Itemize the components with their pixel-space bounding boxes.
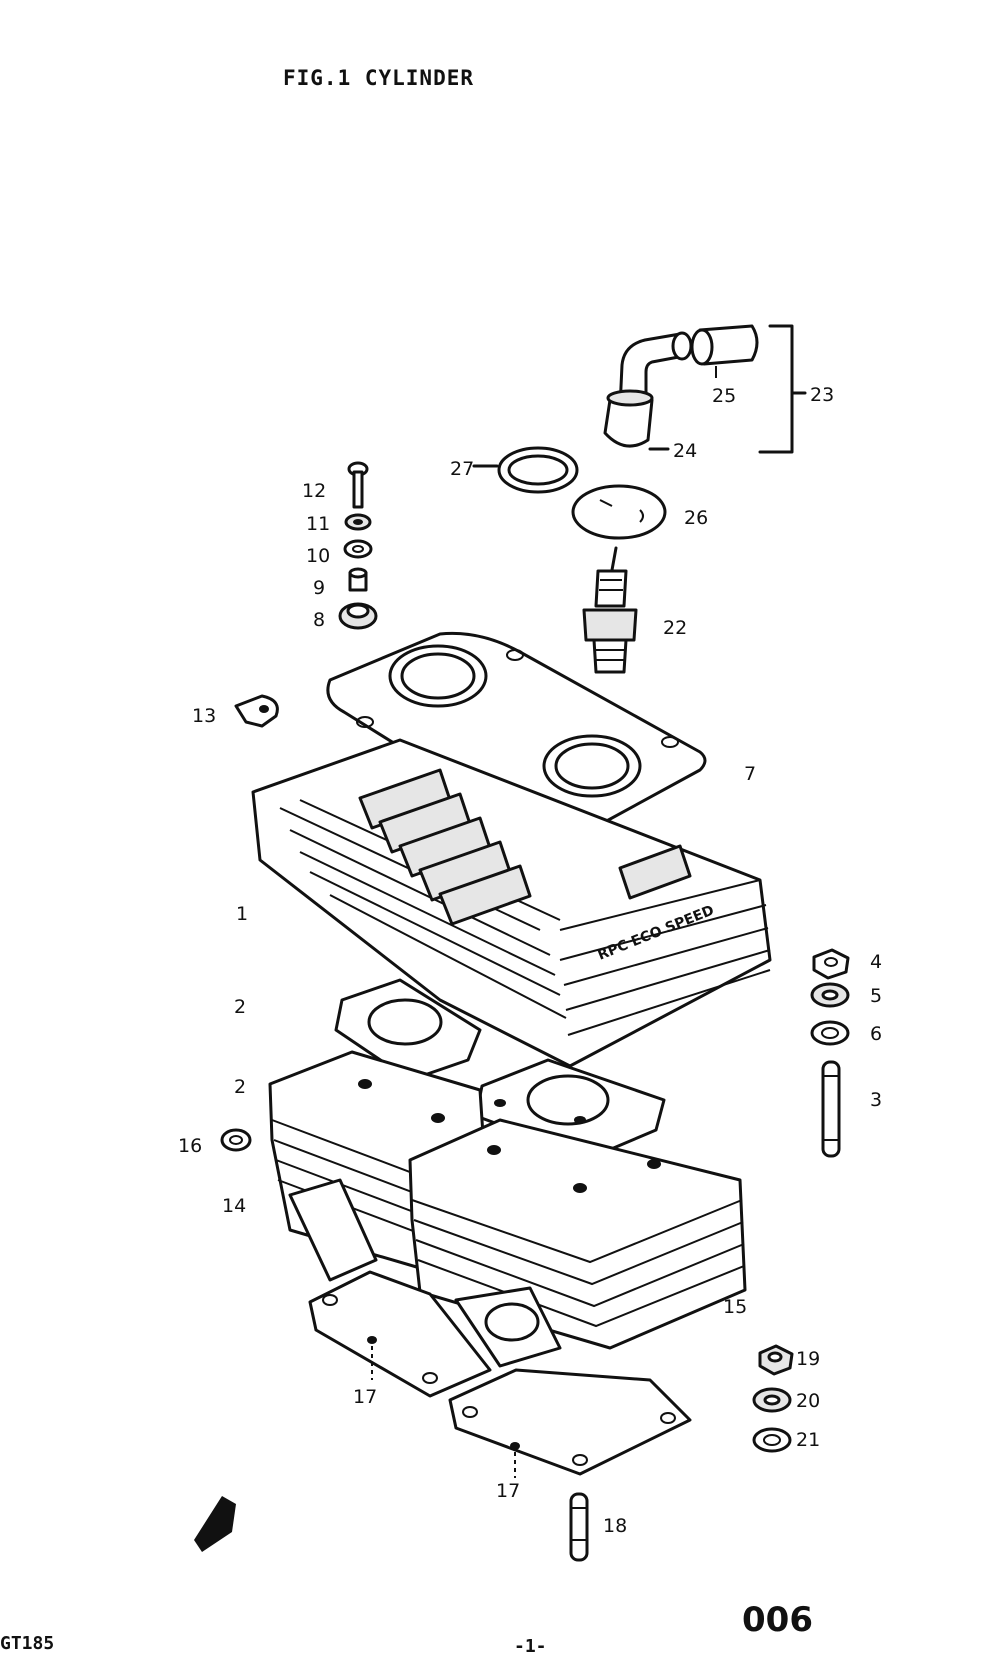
part-7-head-gasket	[326, 631, 707, 836]
part-25-plug-cap	[618, 324, 759, 415]
callout-13: 13	[192, 705, 216, 727]
part-5-washer	[810, 982, 850, 1008]
callout-20: 20	[796, 1390, 820, 1412]
callout-12: 12	[302, 480, 326, 502]
part-27-ring	[472, 446, 579, 494]
part-10-washer	[343, 539, 373, 559]
part-18-stud	[569, 1492, 589, 1562]
callout-4: 4	[870, 951, 882, 973]
part-26-disc	[571, 484, 667, 540]
figure-title: FIG.1 CYLINDER	[283, 66, 475, 90]
callout-15: 15	[723, 1296, 747, 1318]
callout-17b: 17	[496, 1480, 520, 1502]
callout-5: 5	[870, 985, 882, 1007]
part-8-grommet	[338, 602, 378, 630]
callout-18: 18	[603, 1515, 627, 1537]
callout-labels: 1 2 2 3 4 5 6 7 8 9 10 11 12 13 14 15 16…	[178, 384, 882, 1537]
part-1-cylinder-head: RPC ECO SPEED	[251, 738, 772, 1068]
callout-10: 10	[306, 545, 330, 567]
callout-7: 7	[744, 763, 756, 785]
part-16-plug	[220, 1128, 252, 1152]
part-11-washer	[344, 513, 372, 531]
callout-24: 24	[673, 440, 697, 462]
part-17-gasket-left	[308, 1270, 492, 1398]
part-14-cylinder-right	[408, 1118, 747, 1368]
callout-14: 14	[222, 1195, 246, 1217]
part-20-washer	[752, 1387, 792, 1413]
callout-26: 26	[684, 507, 708, 529]
part-17-gasket-right	[448, 1368, 692, 1478]
callout-25: 25	[712, 385, 736, 407]
part-3-stud	[821, 1060, 841, 1158]
callout-3: 3	[870, 1089, 882, 1111]
part-22-spark-plug	[582, 546, 638, 674]
callout-6: 6	[870, 1023, 882, 1045]
part-19-nut	[758, 1344, 794, 1376]
part-4-nut	[812, 948, 850, 980]
callout-2b: 2	[234, 1076, 246, 1098]
callout-8: 8	[313, 609, 325, 631]
part-2-gasket-right	[474, 1058, 666, 1160]
callout-11: 11	[306, 513, 330, 535]
callout-1: 1	[236, 903, 248, 925]
callout-23: 23	[810, 384, 834, 406]
front-arrow-icon	[194, 1496, 236, 1552]
callout-16: 16	[178, 1135, 202, 1157]
model-code: GT185	[0, 1633, 55, 1654]
figure-code: 006	[742, 1600, 813, 1640]
part-12-bolt	[347, 461, 369, 509]
part-2-gasket-left	[334, 978, 482, 1082]
bracket-23	[758, 324, 807, 454]
part-9-collar	[348, 567, 368, 592]
callout-2a: 2	[234, 996, 246, 1018]
callout-27: 27	[450, 458, 474, 480]
callout-17a: 17	[353, 1386, 377, 1408]
callout-21: 21	[796, 1429, 820, 1451]
callout-9: 9	[313, 577, 325, 599]
part-21-washer	[752, 1427, 792, 1453]
callout-22: 22	[663, 617, 687, 639]
callout-19: 19	[796, 1348, 820, 1370]
part-13-clip	[234, 694, 279, 728]
part-24-cover	[603, 389, 670, 451]
part-6-washer	[810, 1020, 850, 1046]
page-number: -1-	[514, 1636, 547, 1657]
